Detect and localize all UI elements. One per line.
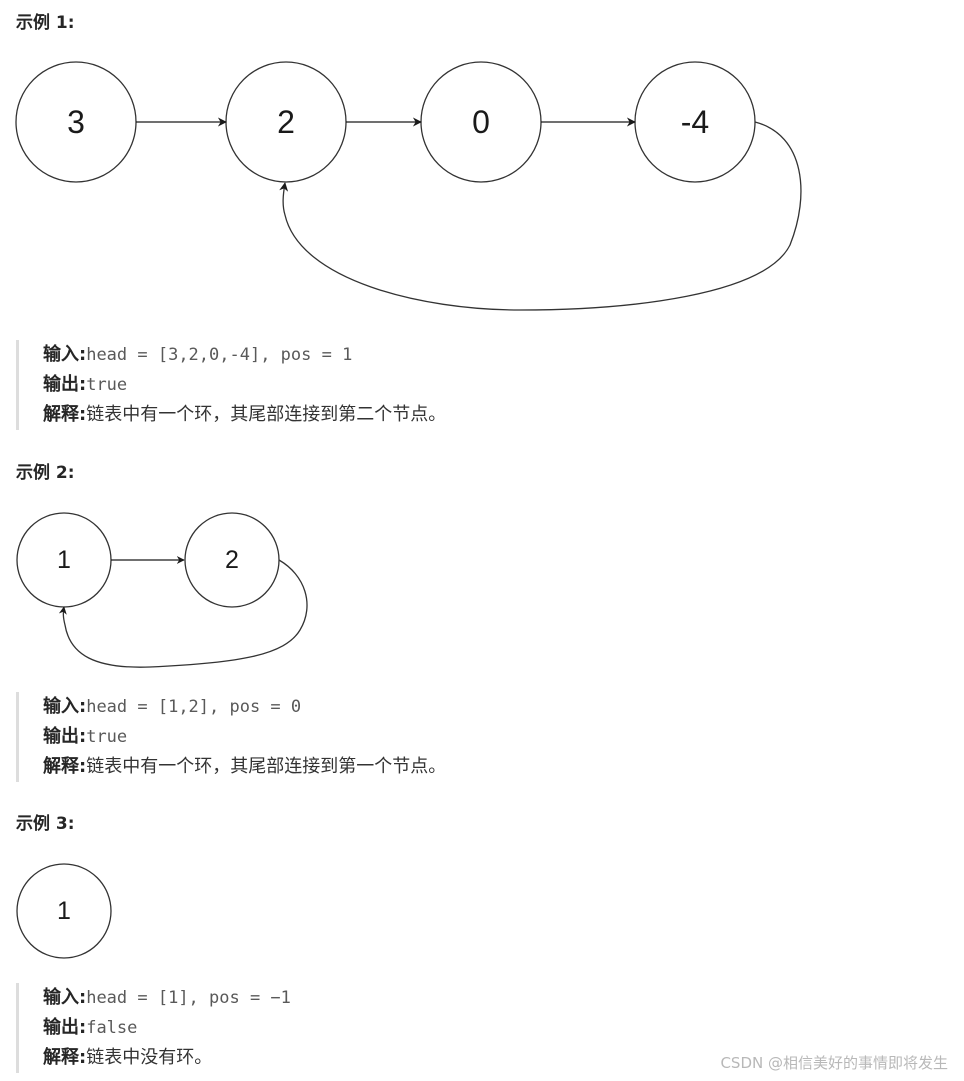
output-label: 输出: [43,374,87,395]
example-1-diagram: 3 2 0 -4 [15,61,802,311]
output-value: false [86,1018,138,1038]
node-value: 0 [472,104,490,140]
cycle-arrow [279,121,802,311]
output-row: 输出:true [43,722,743,752]
output-row: 输出:true [43,370,743,400]
input-value: head = [1,2], pos = 0 [86,697,302,717]
output-label: 输出: [43,1017,87,1038]
example-1-heading: 示例 1: [16,13,75,33]
input-row: 输入:head = [3,2,0,-4], pos = 1 [43,340,743,370]
input-label: 输入: [43,696,87,717]
input-row: 输入:head = [1,2], pos = 0 [43,692,743,722]
output-value: true [86,375,128,395]
output-label: 输出: [43,726,87,747]
cycle-arrow [58,559,308,668]
example-2-diagram: 1 2 [16,512,308,668]
explain-value: 链表中没有环。 [86,1047,213,1068]
example-3-diagram: 1 [16,863,112,959]
output-value: true [86,727,128,747]
explain-label: 解释: [43,1047,87,1068]
example-2-heading: 示例 2: [16,463,75,483]
input-value: head = [1], pos = −1 [86,988,291,1008]
input-label: 输入: [43,344,87,365]
explain-label: 解释: [43,756,87,777]
node-value: 2 [277,104,295,140]
explain-row: 解释:链表中有一个环，其尾部连接到第一个节点。 [43,752,743,782]
node-value: 1 [57,897,71,925]
input-label: 输入: [43,987,87,1008]
explain-row: 解释:链表中有一个环，其尾部连接到第二个节点。 [43,400,743,430]
node-value: 1 [57,546,71,574]
output-row: 输出:false [43,1013,743,1043]
example-2-io: 输入:head = [1,2], pos = 0 输出:true 解释:链表中有… [16,692,743,782]
watermark: CSDN @相信美好的事情即将发生 [720,1054,948,1072]
node-value: -4 [681,104,709,140]
example-1-io: 输入:head = [3,2,0,-4], pos = 1 输出:true 解释… [16,340,743,430]
node-value: 3 [67,104,85,140]
explain-value: 链表中有一个环，其尾部连接到第一个节点。 [86,756,447,777]
explain-value: 链表中有一个环，其尾部连接到第二个节点。 [86,404,447,425]
input-row: 输入:head = [1], pos = −1 [43,983,743,1013]
example-3-heading: 示例 3: [16,814,75,834]
input-value: head = [3,2,0,-4], pos = 1 [86,345,353,365]
node-value: 2 [225,546,239,574]
example-3-io: 输入:head = [1], pos = −1 输出:false 解释:链表中没… [16,983,743,1073]
explain-label: 解释: [43,404,87,425]
list-node [16,863,112,959]
explain-row: 解释:链表中没有环。 [43,1043,743,1073]
